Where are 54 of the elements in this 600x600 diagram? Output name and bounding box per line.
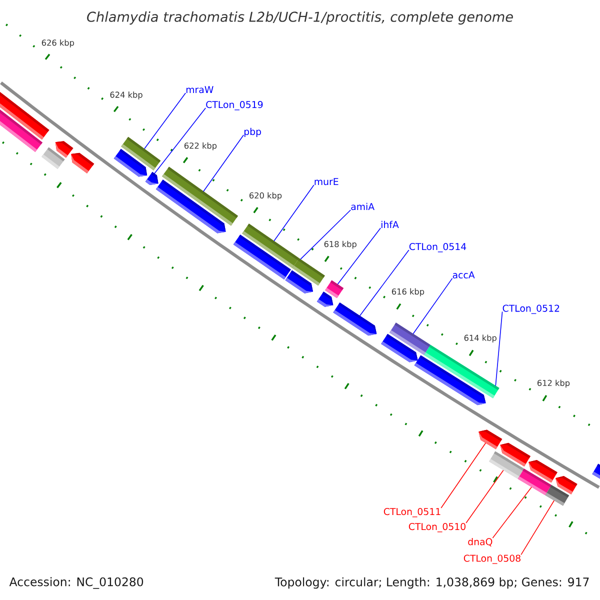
leader-line bbox=[412, 278, 453, 334]
tick-label: 622 kbp bbox=[184, 142, 217, 150]
gene-bar bbox=[424, 344, 500, 398]
pointed-gene-bar bbox=[71, 152, 94, 174]
leader-line bbox=[300, 210, 351, 260]
gene-label: CTLon_0514 bbox=[409, 243, 466, 252]
pointed-gene-bar bbox=[555, 476, 578, 494]
gene-bar bbox=[292, 258, 325, 286]
gene-bar bbox=[325, 280, 344, 298]
gene-label: ihfA bbox=[381, 220, 399, 228]
pointed-gene-bar bbox=[528, 460, 558, 483]
gene-bar bbox=[242, 224, 300, 268]
pointed-gene-bar bbox=[114, 148, 148, 177]
genome-summary-text: Topology: circular; Length: 1,038,869 bp; Genes: 917 bbox=[274, 577, 589, 589]
leader-line bbox=[440, 442, 486, 508]
tick-label: 620 kbp bbox=[250, 192, 282, 200]
gene-bar bbox=[0, 92, 50, 140]
gene-bar bbox=[592, 464, 600, 479]
pointed-gene-bar bbox=[156, 180, 226, 234]
pointed-gene-bar bbox=[333, 302, 377, 336]
leader-line bbox=[144, 92, 186, 150]
leader-line bbox=[274, 184, 314, 242]
leader-line bbox=[203, 134, 244, 192]
gene-label: CTLon_0510 bbox=[408, 523, 466, 532]
tick-label: 624 kbp bbox=[110, 92, 142, 100]
leader-line bbox=[359, 250, 410, 316]
gene-label: CTLon_0512 bbox=[502, 304, 560, 314]
gene-label: accA bbox=[452, 271, 475, 278]
pointed-gene-bar bbox=[478, 430, 502, 450]
gene-label: pbp bbox=[244, 128, 261, 137]
gene-label: amiA bbox=[351, 202, 374, 210]
title: Chlamydia trachomatis L2b/UCH-1/proctitis, complete genome bbox=[87, 11, 513, 25]
gene-label: dnaQ bbox=[468, 538, 492, 546]
gene-label: mraW bbox=[186, 86, 214, 94]
tick-label: 618 kbp bbox=[324, 240, 356, 249]
pointed-gene-bar bbox=[55, 141, 74, 158]
pointed-gene-bar bbox=[316, 292, 334, 307]
gene-bar bbox=[389, 322, 430, 355]
gene-label: CTLon_0519 bbox=[206, 101, 263, 110]
gene-label: CTLon_0511 bbox=[384, 508, 440, 518]
leader-line bbox=[337, 228, 381, 285]
tick-label: 614 kbp bbox=[464, 334, 496, 342]
pointed-gene-bar bbox=[500, 442, 530, 466]
accession-text: Accession: NC_010280 bbox=[9, 577, 144, 589]
gene-label: CTLon_0508 bbox=[464, 554, 520, 564]
leader-line bbox=[495, 311, 503, 386]
pointed-gene-bar bbox=[145, 172, 158, 185]
tick-label: 626 kbp bbox=[42, 39, 74, 48]
gene-label: murE bbox=[314, 178, 338, 186]
leader-line bbox=[466, 470, 504, 524]
leader-line bbox=[154, 108, 206, 174]
leader-line bbox=[492, 486, 532, 538]
tick-label: 616 kbp bbox=[392, 288, 424, 296]
tick-label: 612 kbp bbox=[538, 380, 570, 388]
